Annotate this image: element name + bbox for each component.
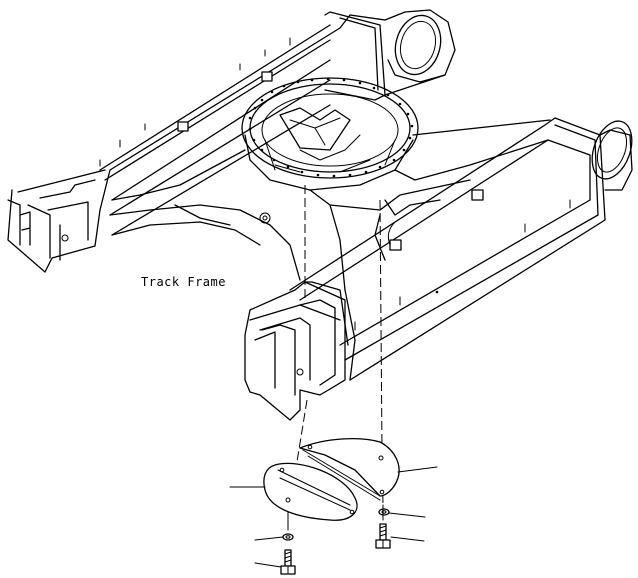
part-leader-lines bbox=[229, 466, 438, 568]
bolt-right bbox=[375, 523, 391, 549]
washer-right bbox=[378, 508, 390, 516]
right-cover-plate bbox=[299, 437, 400, 501]
washer-left bbox=[282, 533, 294, 541]
right-side-beam bbox=[289, 117, 633, 381]
track-frame-label: Track Frame bbox=[141, 275, 226, 289]
rear-sprocket-mount bbox=[324, 9, 456, 101]
left-side-beam bbox=[7, 14, 386, 273]
center-frame-body bbox=[109, 119, 551, 291]
front-idler-yoke bbox=[244, 281, 349, 421]
ring-bolt-holes bbox=[248, 77, 414, 178]
left-cover-plate bbox=[263, 462, 358, 521]
bolt-left bbox=[280, 549, 296, 575]
swing-circle bbox=[241, 77, 419, 191]
